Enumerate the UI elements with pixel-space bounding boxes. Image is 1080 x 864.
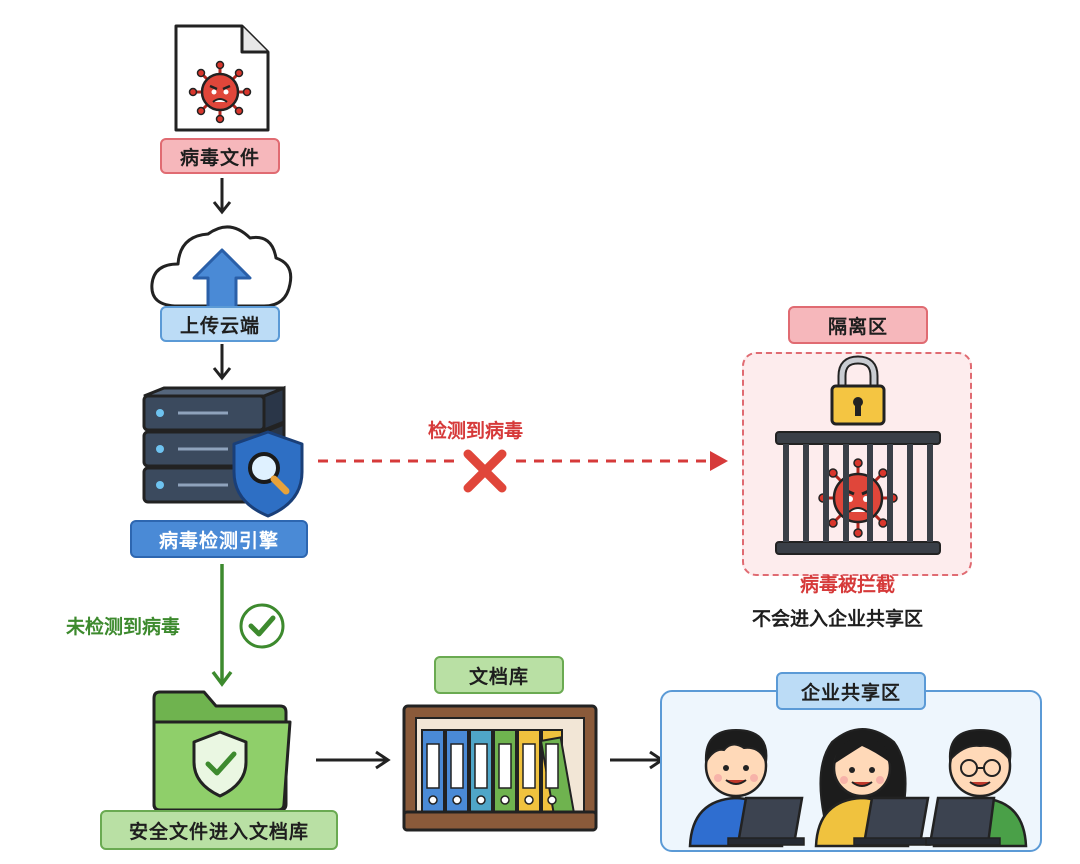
not-enter-label: 不会进入企业共享区	[752, 608, 924, 630]
arrow-down-1	[212, 178, 232, 215]
virus-detected-label: 检测到病毒	[428, 420, 524, 442]
cross-icon	[463, 449, 507, 493]
cage-icon	[775, 431, 941, 555]
arrow-right-2	[610, 750, 665, 770]
check-circle-icon	[239, 603, 285, 649]
blocked-label: 病毒被拦截	[800, 574, 896, 596]
safe-file-label: 安全文件进入文档库	[100, 810, 338, 850]
bookshelf-icon	[402, 704, 598, 832]
quarantine-label: 隔离区	[788, 306, 928, 344]
upload-cloud-label: 上传云端	[160, 306, 280, 342]
arrow-right-1	[316, 750, 391, 770]
person-3-icon	[925, 728, 1028, 848]
virus-file-icon	[174, 24, 270, 132]
detection-engine-label: 病毒检测引擎	[130, 520, 308, 558]
shared-area-label: 企业共享区	[776, 672, 926, 710]
safe-folder-icon	[152, 690, 292, 812]
person-1-icon	[688, 728, 805, 848]
cloud-upload-icon	[150, 225, 293, 312]
arrow-down-2	[212, 344, 232, 381]
arrow-down-green	[211, 564, 233, 687]
virus-file-label: 病毒文件	[160, 138, 280, 174]
no-virus-label: 未检测到病毒	[66, 616, 181, 638]
doc-library-label: 文档库	[434, 656, 564, 694]
shield-search-icon	[232, 430, 304, 518]
dashed-arrow-right	[318, 451, 728, 471]
person-2-icon	[814, 728, 931, 848]
padlock-icon	[830, 355, 886, 426]
